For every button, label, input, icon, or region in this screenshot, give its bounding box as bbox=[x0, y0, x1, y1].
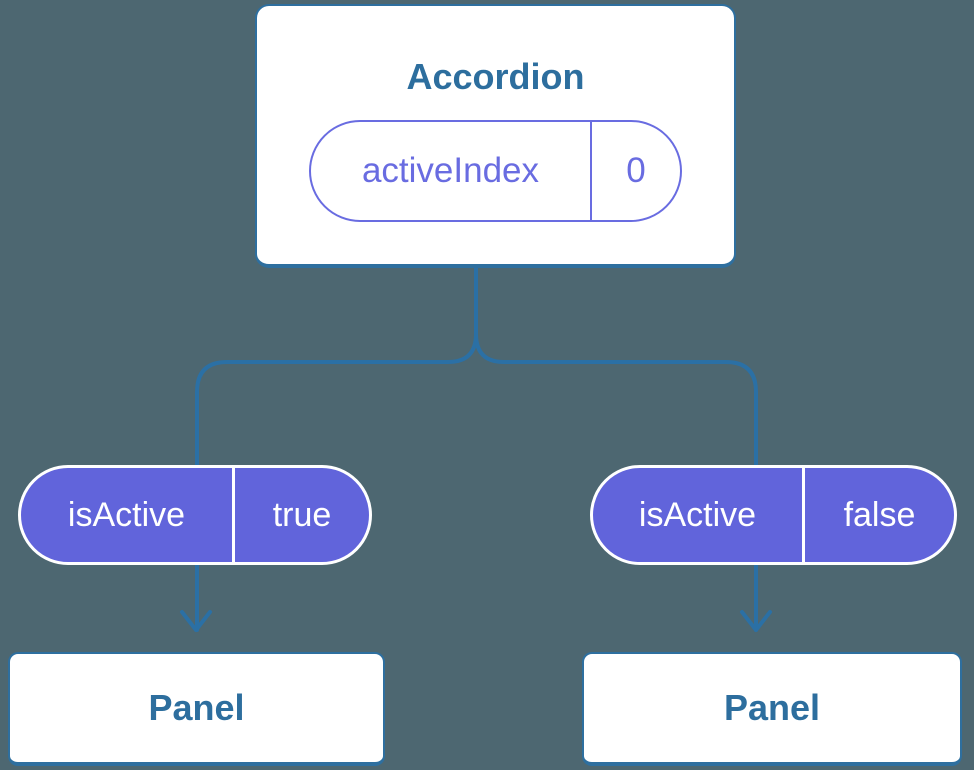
prop-value-label: false bbox=[843, 495, 916, 534]
prop-value-label: true bbox=[272, 495, 332, 534]
panel-component-card-right: Panel bbox=[582, 652, 962, 766]
branch-line-left bbox=[195, 264, 478, 632]
prop-name-label: isActive bbox=[67, 495, 186, 534]
prop-pill-isactive-true: isActive true bbox=[18, 465, 372, 565]
pill-divider bbox=[802, 468, 805, 562]
pill-divider bbox=[232, 468, 235, 562]
state-pill-activeindex: activeIndex 0 bbox=[309, 120, 682, 222]
component-title: Accordion bbox=[406, 56, 585, 97]
state-value-label: 0 bbox=[626, 151, 646, 190]
arrowhead-right-icon bbox=[740, 610, 772, 632]
branch-line-right bbox=[474, 264, 758, 632]
accordion-component-card: Accordion activeIndex 0 bbox=[255, 4, 736, 268]
arrowhead-left-icon bbox=[180, 610, 212, 632]
prop-pill-isactive-false: isActive false bbox=[590, 465, 957, 565]
prop-name-label: isActive bbox=[638, 495, 757, 534]
state-name-label: activeIndex bbox=[361, 151, 540, 190]
panel-component-card-left: Panel bbox=[8, 652, 385, 766]
pill-divider bbox=[590, 122, 592, 220]
